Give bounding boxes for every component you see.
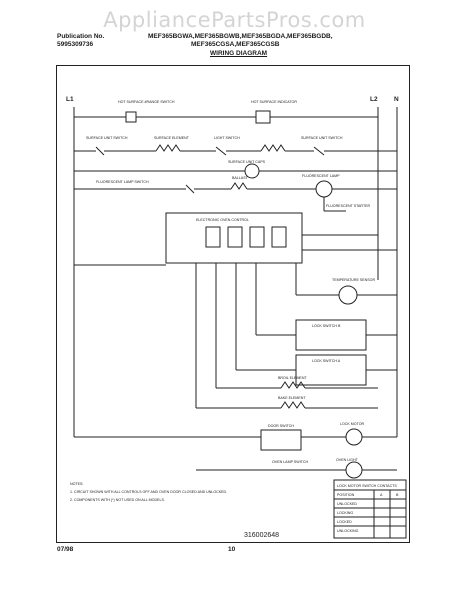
table-header-position: POSITION	[337, 493, 355, 497]
table-row-1: UNLOCKED	[337, 502, 357, 506]
table-header-b: B	[396, 493, 399, 497]
label-bake-element: BAKE ELEMENT	[278, 396, 306, 400]
surface-element-right-coil	[260, 144, 286, 152]
oven-light-icon	[345, 428, 363, 446]
contacts-table	[333, 479, 407, 539]
label-fluorescent-starter: FLUORESCENT STARTER	[326, 204, 371, 208]
table-row-2: LOCKING	[337, 511, 353, 515]
note-1: 1. CIRCUIT SHOWN WITH ALL CONTROLS OFF A…	[70, 490, 227, 494]
control-relay-4	[271, 226, 287, 248]
label-oven-light-switch: OVEN LAMP SWITCH	[272, 460, 308, 464]
broil-element-coil	[280, 381, 306, 389]
diagram-title: WIRING DIAGRAM	[210, 50, 268, 57]
footer-date: 07/98	[57, 546, 74, 553]
label-surface-unit-switch-right: SURFACE UNIT SWITCH	[301, 136, 343, 140]
label-ballast: BALLAST	[232, 176, 249, 180]
surface-element-left-coil	[155, 144, 181, 152]
label-oven-control: ELECTRONIC OVEN CONTROL	[196, 218, 249, 222]
table-title: LOCK MOTOR SWITCH CONTACTS	[337, 484, 397, 488]
wiring-diagram: L1 L2 N HOT SURFACE #RANGE SWITCH HOT SU…	[66, 96, 407, 539]
table-row-3: LOCKED	[337, 520, 352, 524]
electronic-oven-control	[165, 212, 303, 264]
label-broil-element: BROIL ELEMENT	[278, 376, 307, 380]
control-relay-3	[249, 226, 265, 248]
label-oven-light: OVEN LIGHT	[336, 458, 359, 462]
label-right-surface-indicator: HOT SURFACE INDICATOR	[251, 100, 297, 104]
model-list-line2: MEF365CGSA,MEF365CGSB	[191, 41, 280, 48]
label-left-surface-switch: HOT SURFACE #RANGE SWITCH	[118, 100, 175, 104]
temp-sensor-icon	[338, 285, 358, 305]
right-surface-indicator-body	[255, 110, 271, 124]
label-fluorescent-lamp-switch: FLUORESCENT LAMP SWITCH	[96, 180, 149, 184]
note-2: 2. COMPONENTS WITH (*) NOT USED ON ALL M…	[70, 498, 165, 502]
label-surface-element: SURFACE ELEMENT	[154, 136, 190, 140]
label-door-switch: DOOR SWITCH	[268, 424, 294, 428]
label-light-switch: LIGHT SWITCH	[214, 136, 240, 140]
model-list-line1: MEF365BGWA,MEF365BGWB,MEF365BGDA,MEF365B…	[148, 33, 333, 40]
label-lock-switch-b: LOCK SWITCH B	[312, 324, 341, 328]
publication-label: Publication No.	[57, 33, 105, 40]
label-fluorescent-lamp: FLUORESCENT LAMP	[302, 174, 340, 178]
terminal-l2: L2	[370, 96, 378, 103]
doc-number: 316002648	[244, 532, 279, 539]
table-header-a: A	[380, 493, 383, 497]
watermark: AppliancePartsPros.com	[103, 8, 366, 32]
ballast-coil	[230, 182, 248, 190]
fluorescent-lamp-icon	[315, 180, 333, 198]
diagram-frame	[56, 65, 410, 543]
terminal-n: N	[394, 96, 399, 103]
label-lock-switch-a: LOCK SWITCH A	[312, 359, 341, 363]
control-relay-2	[227, 226, 243, 248]
terminal-l1: L1	[66, 96, 74, 103]
table-row-4: UNLOCKING	[337, 529, 359, 533]
door-switch	[260, 429, 302, 451]
bake-element-coil	[280, 401, 306, 409]
label-surface-unit-switch-left: SURFACE UNIT SWITCH	[86, 136, 128, 140]
publication-number: 5995309736	[57, 41, 94, 48]
notes-title: NOTES:	[70, 482, 83, 486]
left-surface-switch-contact	[125, 111, 137, 123]
control-relay-1	[205, 226, 221, 248]
oven-light-2-icon	[345, 461, 363, 479]
label-surface-unit-caps: SURFACE UNIT CAPS	[228, 160, 266, 164]
footer-page-number: 10	[228, 546, 236, 553]
label-lock-motor: LOCK MOTOR	[340, 422, 364, 426]
label-temp-sensor: TEMPERATURE SENSOR	[332, 278, 375, 282]
